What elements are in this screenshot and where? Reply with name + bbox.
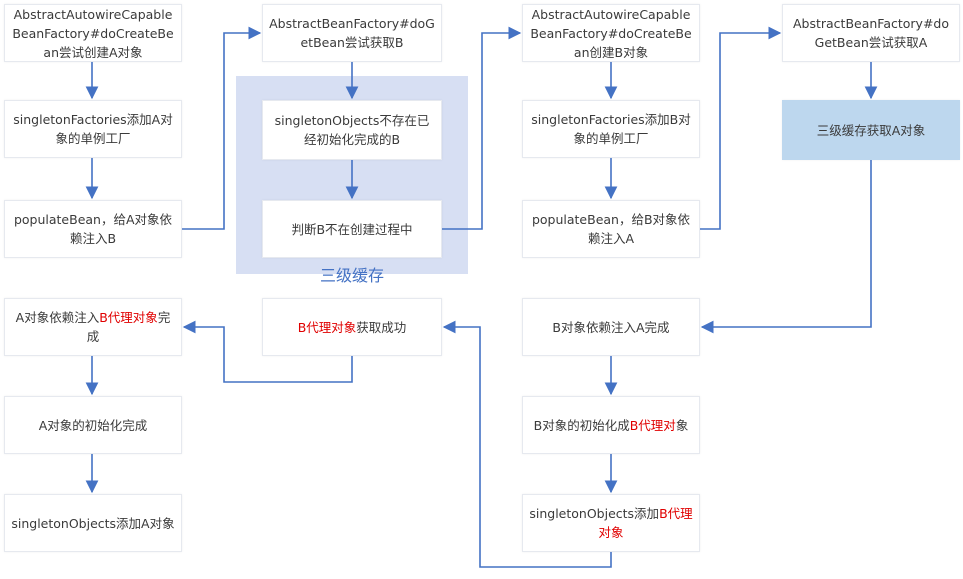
node-b-not-creating: 判断B不在创建过程中 [262,200,442,258]
edge-not-creating-to-b-create [442,26,522,230]
node-a-add-objects-text: singletonObjects添加A对象 [11,515,175,531]
node-a-create-text: AbstractAutowireCapableBeanFactory#doCre… [12,6,174,60]
node-b-init-proxy-text: B对象的初始化成B代理对象 [533,417,689,433]
node-a-inject-proxy-text: A对象依赖注入B代理对象完成 [15,310,171,344]
node-a-getbean: AbstractBeanFactory#doGetBean尝试获取A [782,4,960,62]
node-b-inject-done-text: B对象依赖注入A完成 [552,319,670,335]
node-a-populate: populateBean，给A对象依赖注入B [4,200,182,258]
node-a-init-done-text: A对象的初始化完成 [38,417,148,433]
node-a-init-done: A对象的初始化完成 [4,396,182,454]
node-b-not-creating-text: 判断B不在创建过程中 [291,221,413,237]
node-a-create: AbstractAutowireCapableBeanFactory#doCre… [4,4,182,62]
edge-b-populate-to-a-getbean [700,26,782,230]
edge-a-populate-to-b-getbean [182,26,262,230]
node-b-add-objects-text: singletonObjects添加B代理对象 [529,506,693,540]
node-b-getbean: AbstractBeanFactory#doGetBean尝试获取B [262,4,442,62]
node-b-getbean-text: AbstractBeanFactory#doGetBean尝试获取B [269,16,435,50]
node-b-not-in-objects: singletonObjects不存在已经初始化完成的B [262,100,442,160]
edge-proxy-success-to-a-inject [182,320,353,383]
node-b-add-factory: singletonFactories添加B对象的单例工厂 [522,100,700,158]
node-proxy-success-text: B代理对象获取成功 [297,319,407,335]
node-proxy-success: B代理对象获取成功 [262,298,442,356]
node-a-add-factory: singletonFactories添加A对象的单例工厂 [4,100,182,158]
edge-cache-to-b-inject-done [700,160,872,334]
node-b-populate-text: populateBean，给B对象依赖注入A [531,212,691,246]
edge-b-add-objects-to-proxy-success [442,320,612,568]
node-a-from-cache-text: 三级缓存获取A对象 [816,122,926,138]
node-b-populate: populateBean，给B对象依赖注入A [522,200,700,258]
node-a-add-factory-text: singletonFactories添加A对象的单例工厂 [13,112,173,146]
node-b-add-objects: singletonObjects添加B代理对象 [522,494,700,552]
node-b-init-proxy: B对象的初始化成B代理对象 [522,396,700,454]
third-level-cache-label: 三级缓存 [319,266,384,285]
node-a-add-objects: singletonObjects添加A对象 [4,494,182,552]
node-b-not-in-objects-text: singletonObjects不存在已经初始化完成的B [274,113,430,147]
node-b-create: AbstractAutowireCapableBeanFactory#doCre… [522,4,700,62]
node-a-from-cache: 三级缓存获取A对象 [782,100,960,160]
node-b-create-text: AbstractAutowireCapableBeanFactory#doCre… [530,6,692,60]
node-b-inject-done: B对象依赖注入A完成 [522,298,700,356]
node-a-populate-text: populateBean，给A对象依赖注入B [13,212,173,246]
node-b-add-factory-text: singletonFactories添加B对象的单例工厂 [531,112,691,146]
node-a-inject-proxy: A对象依赖注入B代理对象完成 [4,298,182,356]
node-a-getbean-text: AbstractBeanFactory#doGetBean尝试获取A [792,16,950,50]
